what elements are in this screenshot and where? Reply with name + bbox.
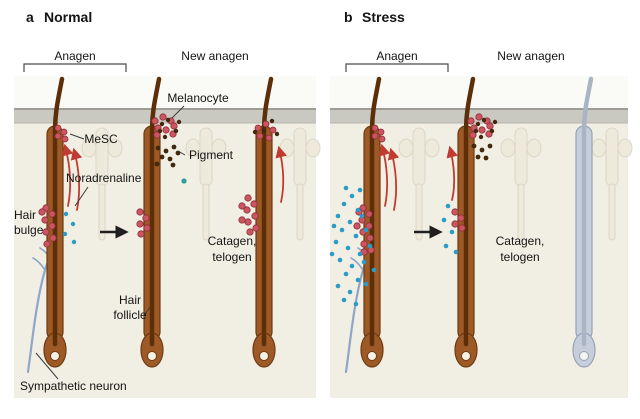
anagen-bracket-b [345,63,449,72]
catagen-label-b-line2: telogen [500,250,539,264]
catagen-label-a-line2: telogen [212,250,251,264]
hair-follicle-label-line2: follicle [113,308,147,322]
melanocyte-cluster-a [151,113,182,140]
panel-a-tag: a [26,9,34,25]
noradrenaline-dots-a [62,211,77,245]
panel-a-title: Normal [44,9,92,25]
pigment-label: Pigment [189,148,234,162]
hair-follicle-pointer [143,306,151,317]
pigment-dots-b [471,143,493,161]
catagen-label-b-line1: Catagen, [496,234,545,248]
noradrenaline-pointer [74,186,89,207]
mesc-mid-cluster-a2 [136,208,151,238]
melanocyte-cluster-new-anagen-a [252,118,280,142]
pigment-dots-a [154,144,187,184]
migration-arrows-b1 [378,143,400,211]
mesc-cluster-new-anagen-a [238,194,260,236]
hair-follicle-label-line1: Hair [119,293,141,307]
melanocyte-pointer [171,105,185,119]
noradrenaline-label: Noradrenaline [66,171,142,185]
panel-b-title: Stress [362,9,405,25]
mesc-label: MeSC [84,132,118,146]
hair-bulge-label-line2: bulge [14,223,44,237]
panel-b-tag: b [344,9,353,25]
anagen-label-b: Anagen [376,49,417,63]
sympathetic-neuron-label: Sympathetic neuron [20,379,127,393]
noradrenaline-dots-b [329,185,459,307]
migration-arrows-a1 [61,143,83,211]
mesc-mid-cluster-b2 [451,208,466,232]
mesc-top-cluster-b [371,124,386,143]
hair-bulge-label-line1: Hair [14,208,36,222]
pigment-pointer [177,150,186,156]
migration-arrow-a3 [275,145,287,203]
new-anagen-label-b: New anagen [497,49,564,63]
mesc-bulge-cluster-a [38,204,57,248]
sympathetic-neuron-pointer [35,352,59,380]
melanocyte-label: Melanocyte [167,91,229,105]
catagen-label-a-line1: Catagen, [208,234,257,248]
anagen-label-a: Anagen [54,49,95,63]
melanocyte-cluster-b [467,113,498,140]
mesc-top-cluster-a [54,124,69,143]
mesc-pointer [69,133,85,140]
anagen-bracket-a [23,63,127,72]
migration-arrow-b2 [446,145,458,201]
new-anagen-label-a: New anagen [181,49,248,63]
